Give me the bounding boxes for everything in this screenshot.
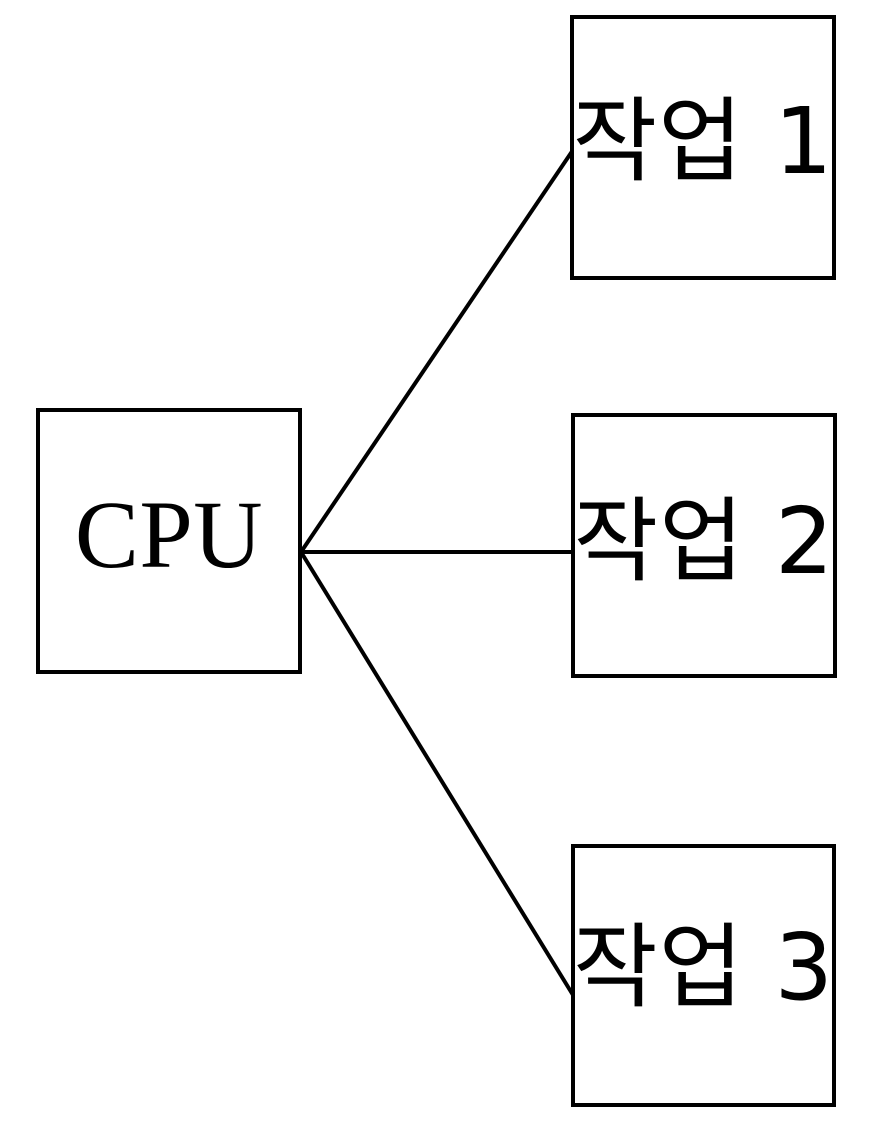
edge-cpu-task1: [299, 148, 575, 554]
node-cpu[interactable]: CPU: [36, 408, 302, 674]
node-task-3-label: 작업 3: [572, 913, 835, 1021]
node-task-3[interactable]: 작업 3: [571, 844, 836, 1107]
node-task-1-label: 작업 1: [572, 87, 834, 195]
node-task-1[interactable]: 작업 1: [570, 15, 836, 280]
node-task-2-label: 작업 2: [573, 487, 835, 595]
edge-cpu-task3: [299, 550, 575, 997]
node-task-2[interactable]: 작업 2: [571, 413, 837, 678]
node-cpu-label: CPU: [74, 481, 264, 588]
